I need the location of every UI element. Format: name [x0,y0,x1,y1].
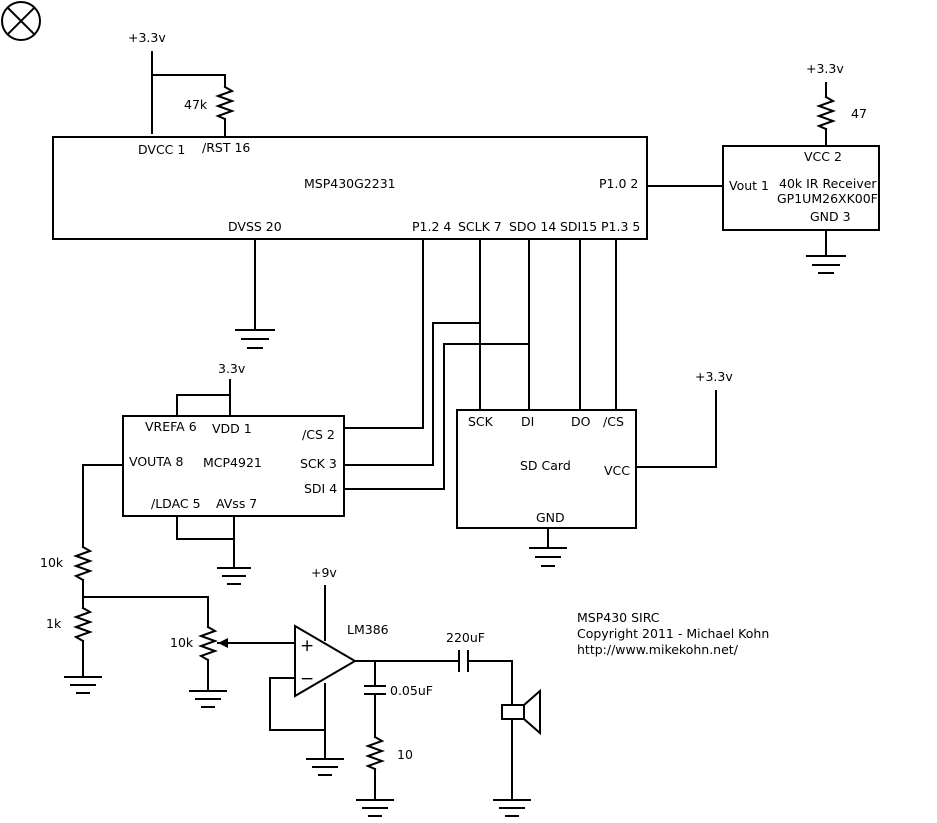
ir-name-2: GP1UM26XK00F [777,191,878,206]
sd-pin-cs: /CS [603,414,624,429]
wires-zobel [356,660,394,817]
pin-rst: /RST 16 [202,140,250,155]
dac-pin-sck: SCK 3 [300,456,337,471]
dac-pin-vdd: VDD 1 [212,421,252,436]
credit-url[interactable]: http://www.mikekohn.net/ [577,642,739,657]
credit-copyright: Copyright 2011 - Michael Kohn [577,626,769,641]
amp-plus: + [300,636,314,656]
dac-pin-sdi: SDI 4 [304,481,337,496]
amp-triangle [294,624,357,698]
ir-receiver-box [722,145,880,231]
ground-mcu [235,238,275,349]
cap-005-label: 0.05uF [390,683,433,698]
pin-dvss: DVSS 20 [228,219,282,234]
wires-ir [646,82,846,274]
credit-title: MSP430 SIRC [577,610,660,625]
wires-dac-power [176,379,251,585]
ir-pin-gnd: GND 3 [810,209,851,224]
speaker-icon [501,688,541,736]
wires-amp [269,585,460,776]
pin-dvcc: DVCC 1 [138,142,185,157]
v9-label: +9v [311,565,337,580]
amp-minus: − [300,669,314,689]
dac-pin-vrefa: VREFA 6 [145,419,197,434]
pin-p10: P1.0 2 [599,176,638,191]
resistor-rst-label: 47k [184,97,208,112]
wires-mcu-supply [151,51,235,138]
wires-speaker [458,650,531,817]
amp-name: LM386 [347,622,389,637]
dac-name: MCP4921 [203,455,262,470]
mcu-box [52,136,648,240]
sd-pin-di: DI [521,414,534,429]
dac-pin-avss: AVss 7 [216,496,257,511]
resistor-ir-label: 47 [851,106,867,121]
pin-p12: P1.2 4 [412,219,451,234]
sd-card-name: SD Card [520,458,571,473]
dac-pin-cs: /CS 2 [302,427,335,442]
pin-sdi: SDI15 [560,219,597,234]
sd-pin-gnd: GND [536,510,565,525]
dac-vcc-label: 3.3v [218,361,246,376]
dac-box [122,415,345,517]
sd-pin-vcc: VCC [604,463,630,478]
cap-220-label: 220uF [446,630,485,645]
resistor-10k-label: 10k [40,555,64,570]
pot-10k-label: 10k [170,635,194,650]
sd-card-box [456,409,637,529]
pin-sclk: SCLK 7 [458,219,502,234]
ir-pin-vout: Vout 1 [729,178,769,193]
pin-p13: P1.3 5 [601,219,640,234]
ir-vcc-label: +3.3v [806,61,844,76]
wires-divider [64,464,296,708]
pin-sdo: SDO 14 [509,219,556,234]
dac-pin-ldac: /LDAC 5 [151,496,201,511]
sd-pin-sck: SCK [468,414,494,429]
wires-bus [345,238,617,490]
vcc-label-top: +3.3v [128,30,166,45]
ir-pin-vcc: VCC 2 [804,149,842,164]
wires-sd [529,390,717,567]
resistor-1k-label: 1k [46,616,62,631]
sd-pin-do: DO [571,414,591,429]
resistor-10-label: 10 [397,747,413,762]
close-icon[interactable] [1,1,41,41]
sd-vcc-label: +3.3v [695,369,733,384]
mcu-name: MSP430G2231 [304,176,396,191]
ir-name-1: 40k IR Receiver [779,176,877,191]
dac-pin-vouta: VOUTA 8 [129,454,184,469]
